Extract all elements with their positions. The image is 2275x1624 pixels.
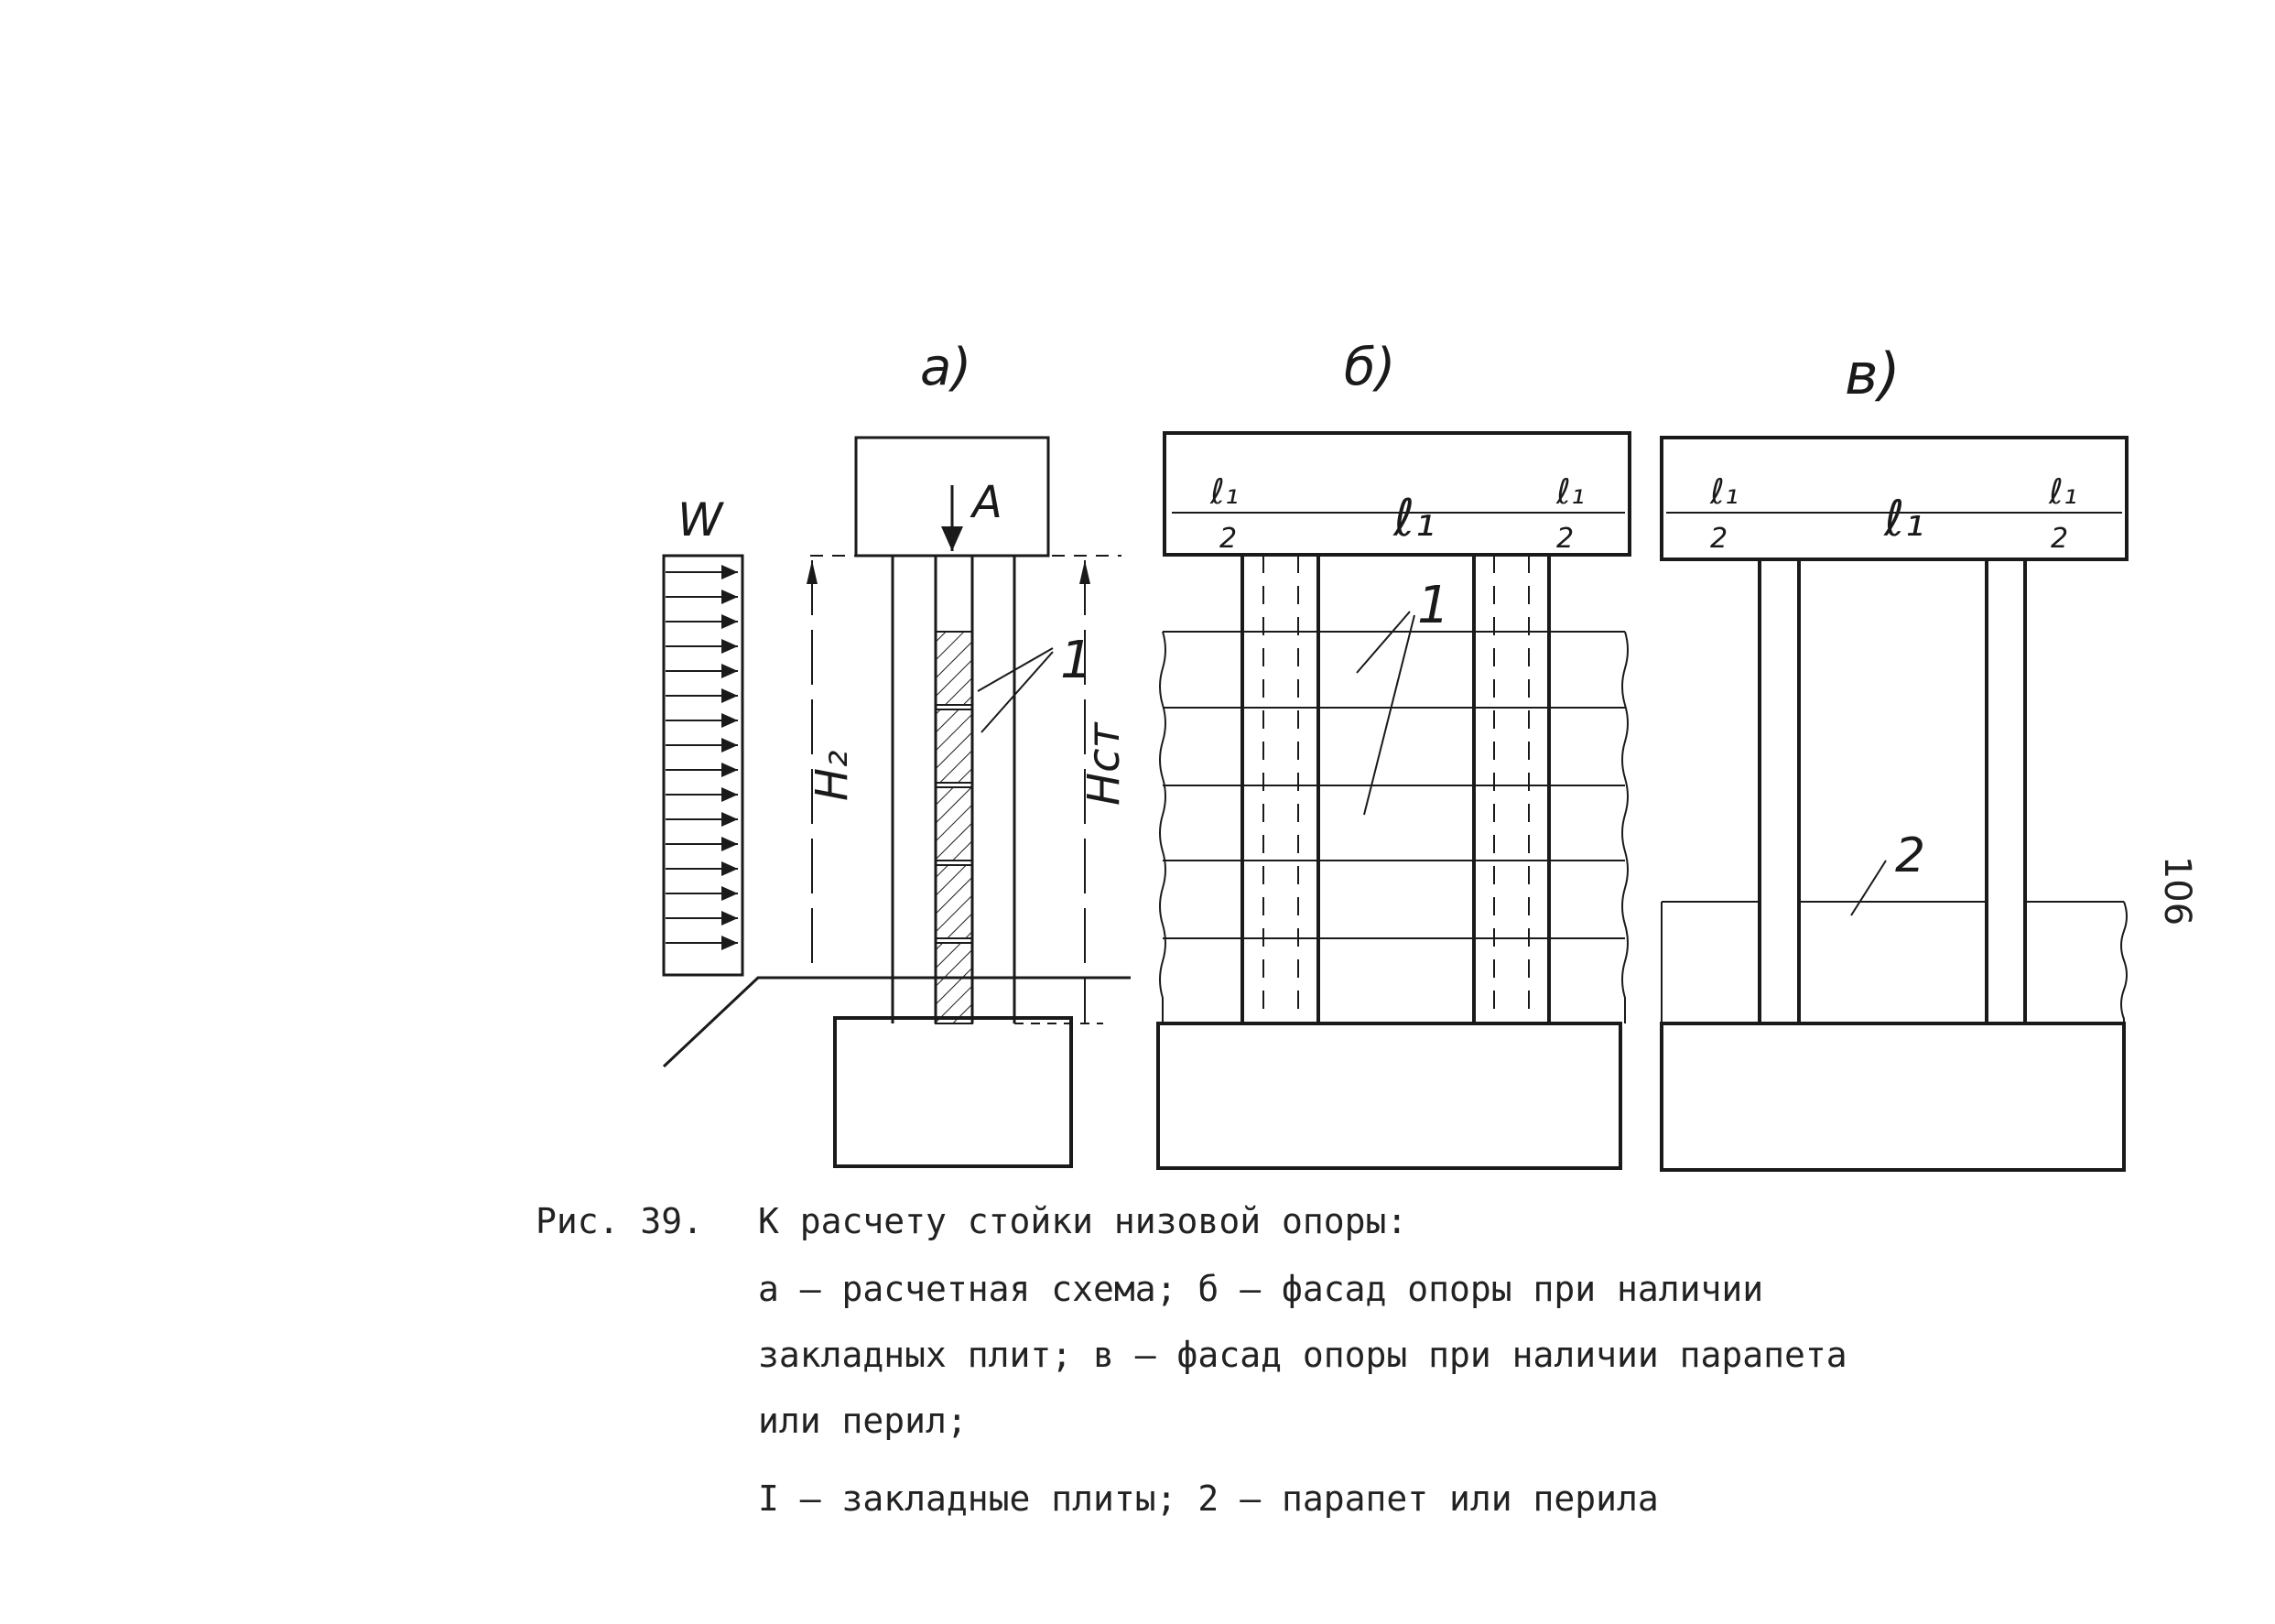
column-right-b	[1472, 555, 1551, 1023]
callout-leader	[980, 651, 1054, 733]
span-half-right-num: ℓ₁	[2048, 471, 2077, 512]
panel-label-a: а)	[920, 338, 971, 397]
foundation-a	[833, 1016, 1073, 1168]
crossbeam-b	[1163, 431, 1631, 557]
span-half-right-den: 2	[1556, 523, 1574, 555]
force-label: A	[970, 477, 1002, 528]
span-half-left-den: 2	[1710, 523, 1728, 555]
plate-callout-label: 1	[1060, 631, 1093, 690]
panel-a-design-scheme: W A 1 H₂ Hст	[662, 436, 1131, 1168]
dim-hst-arrow	[1079, 560, 1090, 584]
foundation-c	[1660, 1022, 2126, 1172]
span-half-right-den: 2	[2051, 523, 2068, 555]
embedded-plates	[935, 631, 973, 1024]
break-line-left	[1159, 631, 1166, 1023]
panel-c-facade-parapet: ℓ₁ 2 ℓ₁ ℓ₁ 2 2	[1660, 436, 2129, 1172]
plate-joint-lines	[1163, 631, 1625, 939]
span-half-left-num: ℓ₁	[1209, 471, 1239, 512]
crossbeam-c	[1660, 436, 2129, 561]
crossbeam-a	[854, 436, 1050, 558]
break-line-right	[1621, 631, 1629, 1023]
plate-callout-label-b: 1	[1417, 576, 1450, 635]
callout-leader	[1356, 611, 1411, 674]
height-hst-label: Hст	[1078, 721, 1130, 806]
figure-label: Рис. 39.	[536, 1201, 704, 1241]
caption-line-3: или перил;	[758, 1401, 968, 1441]
callout-leader	[977, 647, 1054, 692]
wind-load-arrows	[666, 565, 738, 950]
column-left-b	[1240, 555, 1320, 1023]
span-label: ℓ₁	[1883, 490, 1924, 547]
span-half-left-num: ℓ₁	[1709, 471, 1739, 512]
page-number: 106	[2156, 855, 2199, 926]
panel-label-c: в)	[1845, 341, 1901, 407]
wind-load-label: W	[677, 493, 724, 547]
caption-line-1: а – расчетная схема; б – фасад опоры при…	[758, 1269, 1764, 1309]
caption-line-2: закладных плит; в – фасад опоры при нали…	[758, 1335, 1847, 1375]
span-label: ℓ₁	[1392, 489, 1435, 548]
height-h2-label: H₂	[807, 751, 858, 801]
parapet	[1661, 901, 2128, 1023]
span-half-right-num: ℓ₁	[1555, 471, 1585, 512]
panel-label-b: б)	[1344, 338, 1395, 397]
panel-b-facade-plates: ℓ₁ 2 ℓ₁ ℓ₁ 2 1	[1156, 431, 1631, 1170]
callout-leader	[1363, 614, 1415, 816]
wind-load-diagram	[662, 554, 744, 977]
caption-legend: I – закладные плиты; 2 — парапет или пер…	[758, 1478, 1659, 1519]
ground-line	[662, 976, 1131, 1068]
callout-leader	[1850, 860, 1887, 916]
dim-h2-arrow	[807, 560, 818, 584]
parapet-callout-label: 2	[1895, 828, 1925, 883]
foundation-b	[1156, 1022, 1622, 1170]
span-half-left-den: 2	[1219, 523, 1237, 555]
caption-title: К расчету стойки низовой опоры:	[758, 1201, 1408, 1241]
